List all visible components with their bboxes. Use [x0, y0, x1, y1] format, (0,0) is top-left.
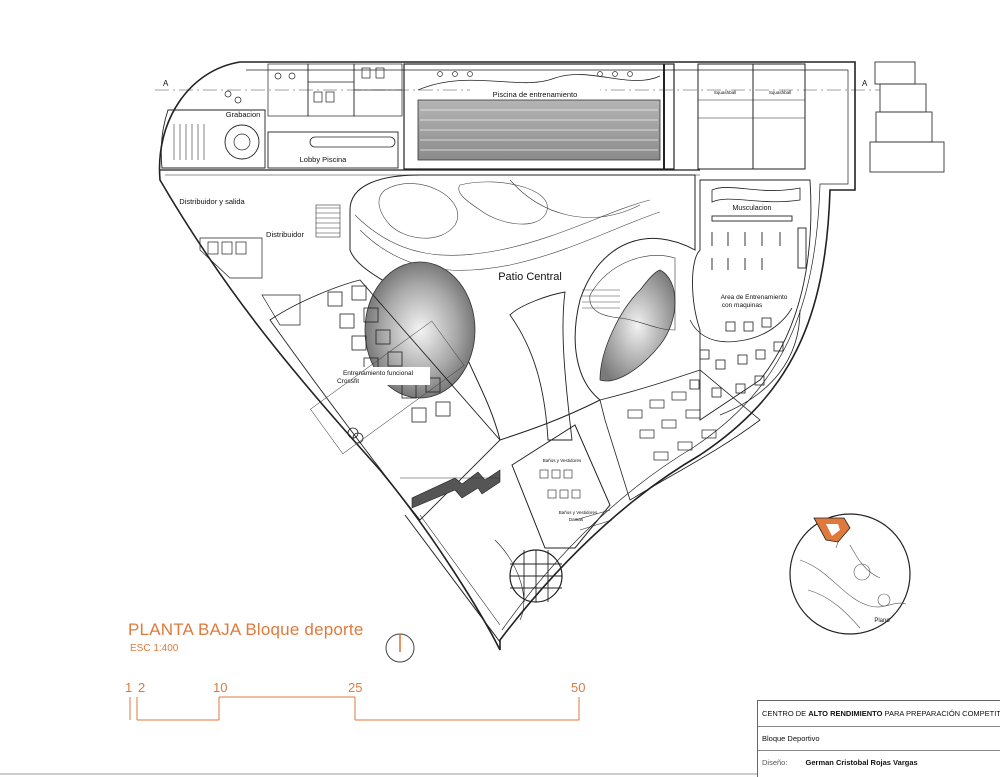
building-outline — [158, 61, 856, 651]
lobby-label: Lobby Piscina — [300, 155, 348, 164]
squash-court-2 — [752, 63, 806, 170]
section-marker-right: A — [862, 79, 868, 88]
patio-central-spine — [509, 291, 573, 441]
machine-track-outer — [719, 309, 801, 416]
patio-landscape-lines — [354, 179, 661, 271]
grabacion-round-inner — [233, 133, 251, 151]
crossfit-zone — [269, 279, 501, 521]
distribuidor-label: Distribuidor — [266, 230, 304, 239]
lap-pool-lanes — [420, 109, 658, 151]
lobby-counter — [309, 136, 396, 148]
machines-field — [599, 369, 761, 501]
vestidores-fixtures — [539, 469, 613, 531]
section-marker-left: A — [163, 79, 169, 88]
stair-elevation — [869, 61, 945, 173]
banos-label-1: Baños y Vestidores — [543, 458, 582, 463]
pool-hall — [403, 63, 675, 170]
west-stair — [315, 204, 341, 238]
title-block-project: CENTRO DE ALTO RENDIMIENTO PARA PREPARAC… — [758, 701, 1000, 727]
drawing-title: PLANTA BAJA Bloque deporte — [128, 620, 364, 639]
squash-label-2: Squashball — [769, 90, 791, 95]
vestidores-block — [511, 424, 611, 549]
crossfit-label-bg — [325, 367, 430, 385]
design-label: Diseño: — [762, 758, 788, 767]
squash-court-1 — [697, 63, 754, 170]
crossfit-label-1: Entrenamiento funcional — [343, 370, 414, 377]
patio-pool-west — [364, 261, 476, 399]
area-maquinas-label-1: Area de Entrenamiento — [721, 294, 788, 301]
banos-label-2: Baños y Vestidores — [559, 510, 598, 515]
crossfit-label-2: Crossfit — [337, 378, 359, 385]
patio-pool-east — [599, 269, 676, 382]
location-site-inner — [826, 524, 840, 536]
pool-label-bg — [470, 89, 600, 99]
machines-field-equipment — [627, 391, 717, 461]
location-inset-label: Plano — [874, 618, 890, 624]
distribuidor-salida-label: Distribuidor y salida — [179, 197, 245, 206]
grabacion-seating — [173, 124, 205, 160]
project-suffix: PARA PREPARACIÓN COMPETITIVA — [882, 709, 1000, 718]
round-grid-lines — [510, 550, 562, 602]
crossfit-equipment — [327, 285, 451, 444]
pool-starting-blocks — [437, 71, 633, 77]
pool-deck-curve — [417, 74, 661, 91]
pool-label: Piscina de entrenamiento — [493, 90, 578, 99]
machine-equipment — [689, 317, 784, 398]
scale-tick-25: 25 — [348, 680, 363, 695]
outer-wall-diagonal — [404, 514, 501, 643]
east-ramp — [589, 255, 676, 331]
scale-tick-10: 10 — [213, 680, 228, 695]
title-block: CENTRO DE ALTO RENDIMIENTO PARA PREPARAC… — [757, 700, 1000, 777]
grabacion-label: Grabacion — [226, 110, 261, 119]
grabacion-room — [160, 109, 266, 169]
scale-tick-50: 50 — [571, 680, 586, 695]
patio-label: Patio Central — [498, 271, 562, 283]
restrooms-west — [199, 237, 301, 326]
restrooms-north — [224, 63, 403, 117]
block-name: Bloque Deportivo — [762, 734, 820, 743]
crossfit-outline-rect — [310, 320, 465, 455]
grabacion-round-room — [224, 124, 260, 160]
title-block-block-name: Bloque Deportivo — [758, 727, 1000, 751]
east-ramp-steps — [582, 289, 620, 309]
south-stair-wall — [411, 469, 501, 509]
scale-tick-1: 1 — [125, 680, 133, 695]
project-bold: ALTO RENDIMIENTO — [808, 709, 883, 718]
gym-east-zone — [692, 179, 812, 421]
south-outer-curve — [494, 539, 525, 621]
title-block-designer: Diseño: German Cristobal Rojas Vargas — [758, 751, 1000, 775]
musculacion-curve — [711, 187, 801, 203]
lobby-room — [267, 131, 399, 169]
musculacion-equipment — [711, 215, 807, 270]
drawing-scale: ESC 1:400 — [130, 643, 179, 654]
building-inner-outline — [246, 69, 849, 631]
machine-track-inner — [689, 307, 793, 343]
designer-name: German Cristobal Rojas Vargas — [805, 758, 918, 767]
area-maquinas-label-2: con maquinas — [722, 302, 763, 309]
project-prefix: CENTRO DE — [762, 709, 809, 718]
scale-tick-2: 2 — [138, 680, 146, 695]
location-inset — [789, 513, 911, 635]
squash-label-1: Squashball — [714, 90, 736, 95]
musculacion-label: Musculacion — [733, 205, 772, 212]
outer-wall-ground — [419, 514, 501, 626]
scale-bar — [129, 696, 580, 721]
banos-label-3: Damas — [569, 517, 584, 522]
